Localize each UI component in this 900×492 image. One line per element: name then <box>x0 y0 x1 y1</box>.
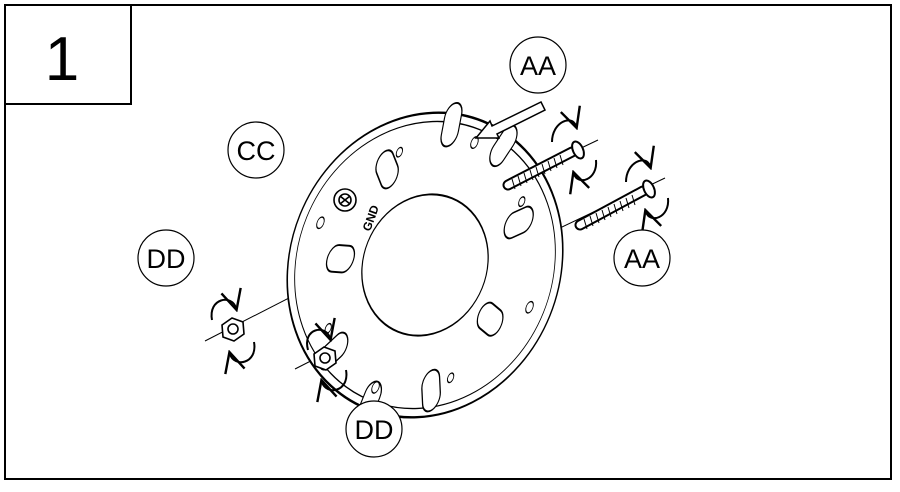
outer-frame <box>4 4 892 480</box>
screw-lower <box>574 179 656 231</box>
screw-upper <box>502 140 585 191</box>
center-opening <box>361 193 489 337</box>
nut-bottom <box>313 346 337 371</box>
callout-dd-bottom-label: DD <box>355 415 394 445</box>
rotate-arrows-upper-screw <box>551 120 598 180</box>
callout-aa-top: AA <box>509 36 567 94</box>
callout-cc: CC <box>227 121 285 179</box>
rotate-arrows-lower-screw <box>625 160 670 218</box>
insert-direction-arrow <box>474 100 547 139</box>
ground-screw <box>333 188 357 212</box>
callout-aa-right-label: AA <box>624 244 660 274</box>
callout-aa-right: AA <box>613 229 671 287</box>
callout-cc-label: CC <box>237 136 276 166</box>
nut-left <box>221 317 245 342</box>
callout-aa-top-label: AA <box>520 51 556 81</box>
step-number: 1 <box>45 25 79 94</box>
step-number-box: 1 <box>5 4 132 105</box>
callout-dd-left-label: DD <box>147 244 186 274</box>
mounting-plate: GND <box>286 101 564 426</box>
rotate-arrows-bottom-nut <box>306 330 348 390</box>
rotate-arrows-left-nut <box>210 300 256 362</box>
callout-dd-bottom: DD <box>345 400 403 458</box>
callout-dd-left: DD <box>137 229 195 287</box>
